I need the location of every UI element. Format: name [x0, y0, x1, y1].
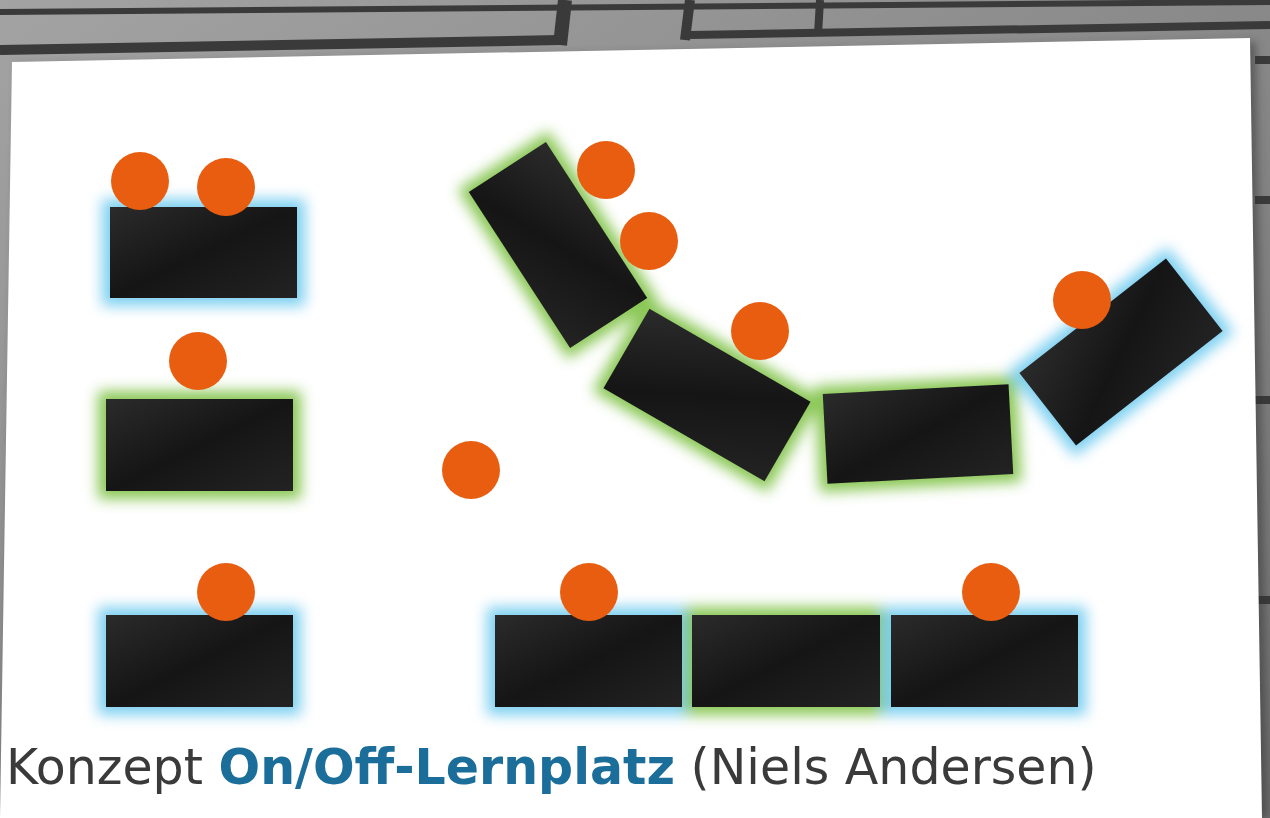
persons — [111, 141, 1111, 621]
concept-name: On/Off-Lernplatz — [219, 739, 676, 796]
caption-text: Konzept — [6, 739, 203, 796]
desks — [106, 142, 1223, 707]
caption-line: Konzept On/Off-Lernplatz (Niels Andersen… — [6, 738, 1097, 798]
white-card — [0, 38, 1262, 818]
caption-text: (Niels Andersen) — [691, 739, 1097, 796]
desk-glows — [98, 131, 1234, 715]
